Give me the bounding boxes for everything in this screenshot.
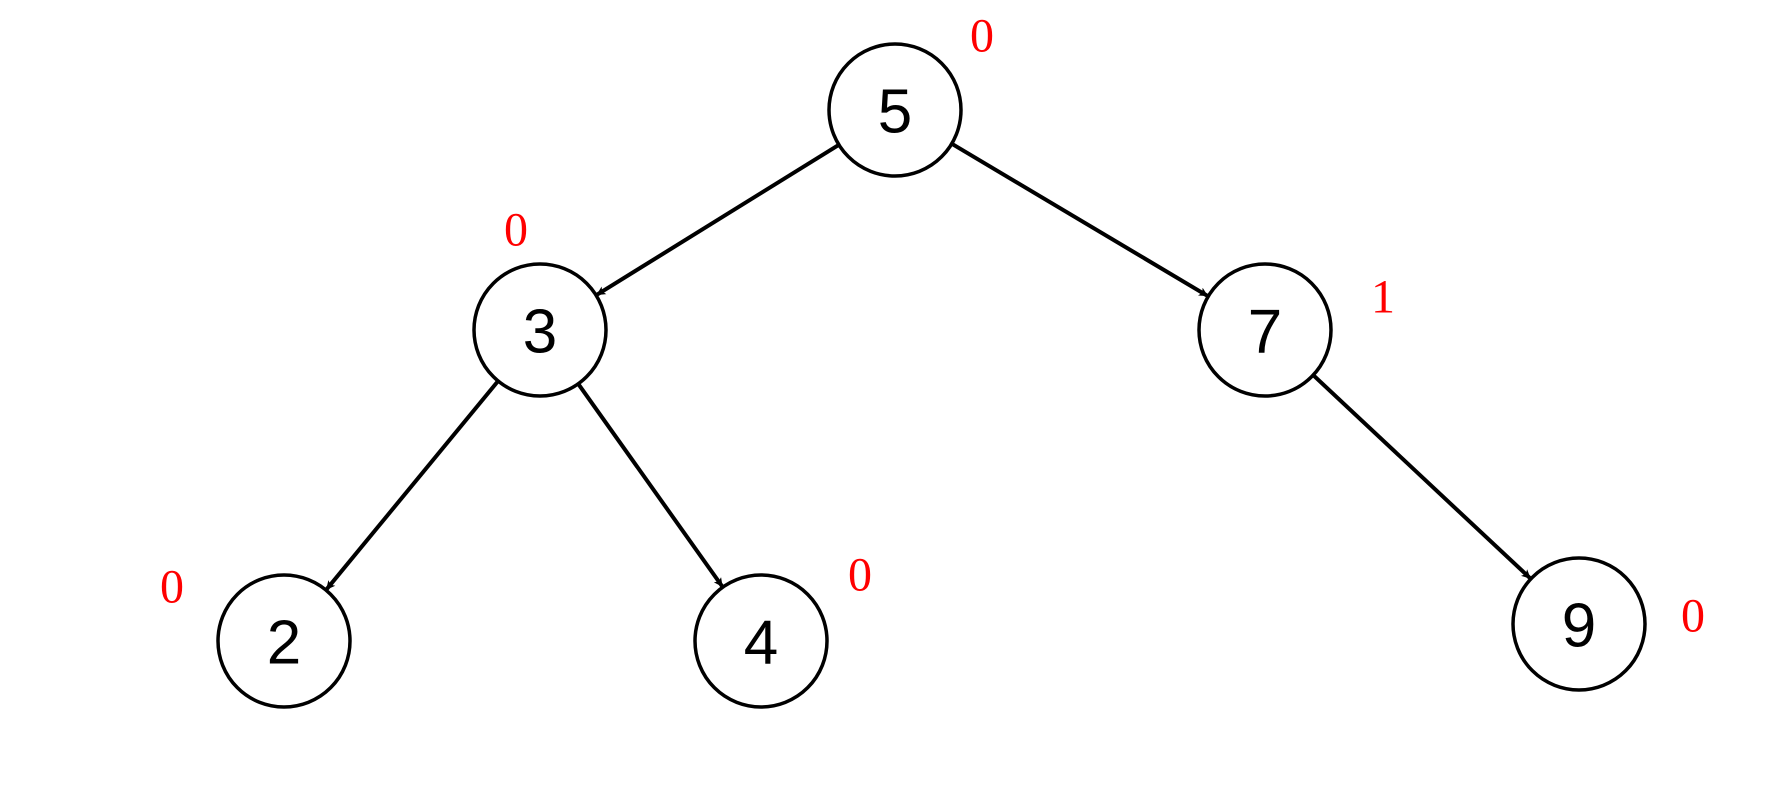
node-value-label: 5 bbox=[878, 78, 912, 147]
edge-5-to-3 bbox=[595, 143, 840, 297]
balance-factor-layer: 0 0 1 0 0 0 bbox=[160, 10, 1705, 643]
node-circle bbox=[472, 262, 608, 398]
tree-node-3: 3 bbox=[472, 262, 608, 398]
node-value-label: 4 bbox=[744, 609, 778, 678]
balance-factor-label-2: 0 bbox=[160, 561, 184, 614]
tree-node-4: 4 bbox=[693, 573, 829, 709]
tree-node-5: 5 bbox=[827, 42, 963, 178]
balance-factor-label-9: 0 bbox=[1681, 590, 1705, 643]
balance-factor-label-4: 0 bbox=[848, 549, 872, 602]
balance-factor-label-3: 0 bbox=[504, 204, 528, 257]
balance-factor-label-7: 1 bbox=[1371, 271, 1395, 324]
node-circle bbox=[1197, 262, 1333, 398]
tree-node-7: 7 bbox=[1197, 262, 1333, 398]
edge-7-to-9 bbox=[1311, 373, 1532, 580]
node-circle bbox=[827, 42, 963, 178]
node-circle bbox=[216, 573, 352, 709]
tree-node-2: 2 bbox=[216, 573, 352, 709]
tree-node-9: 9 bbox=[1511, 556, 1647, 692]
node-value-label: 2 bbox=[267, 609, 301, 678]
edge-3-to-4 bbox=[576, 382, 724, 588]
edge-3-to-2 bbox=[325, 379, 500, 591]
node-value-label: 3 bbox=[523, 298, 557, 367]
edge-5-to-7 bbox=[950, 141, 1209, 298]
balance-factor-label-5: 0 bbox=[970, 10, 994, 63]
node-circle bbox=[693, 573, 829, 709]
node-value-label: 7 bbox=[1248, 298, 1282, 367]
nodes-layer: 5 3 7 2 4 9 bbox=[216, 42, 1647, 709]
node-value-label: 9 bbox=[1562, 592, 1596, 661]
edges-layer bbox=[325, 141, 1532, 591]
node-circle bbox=[1511, 556, 1647, 692]
